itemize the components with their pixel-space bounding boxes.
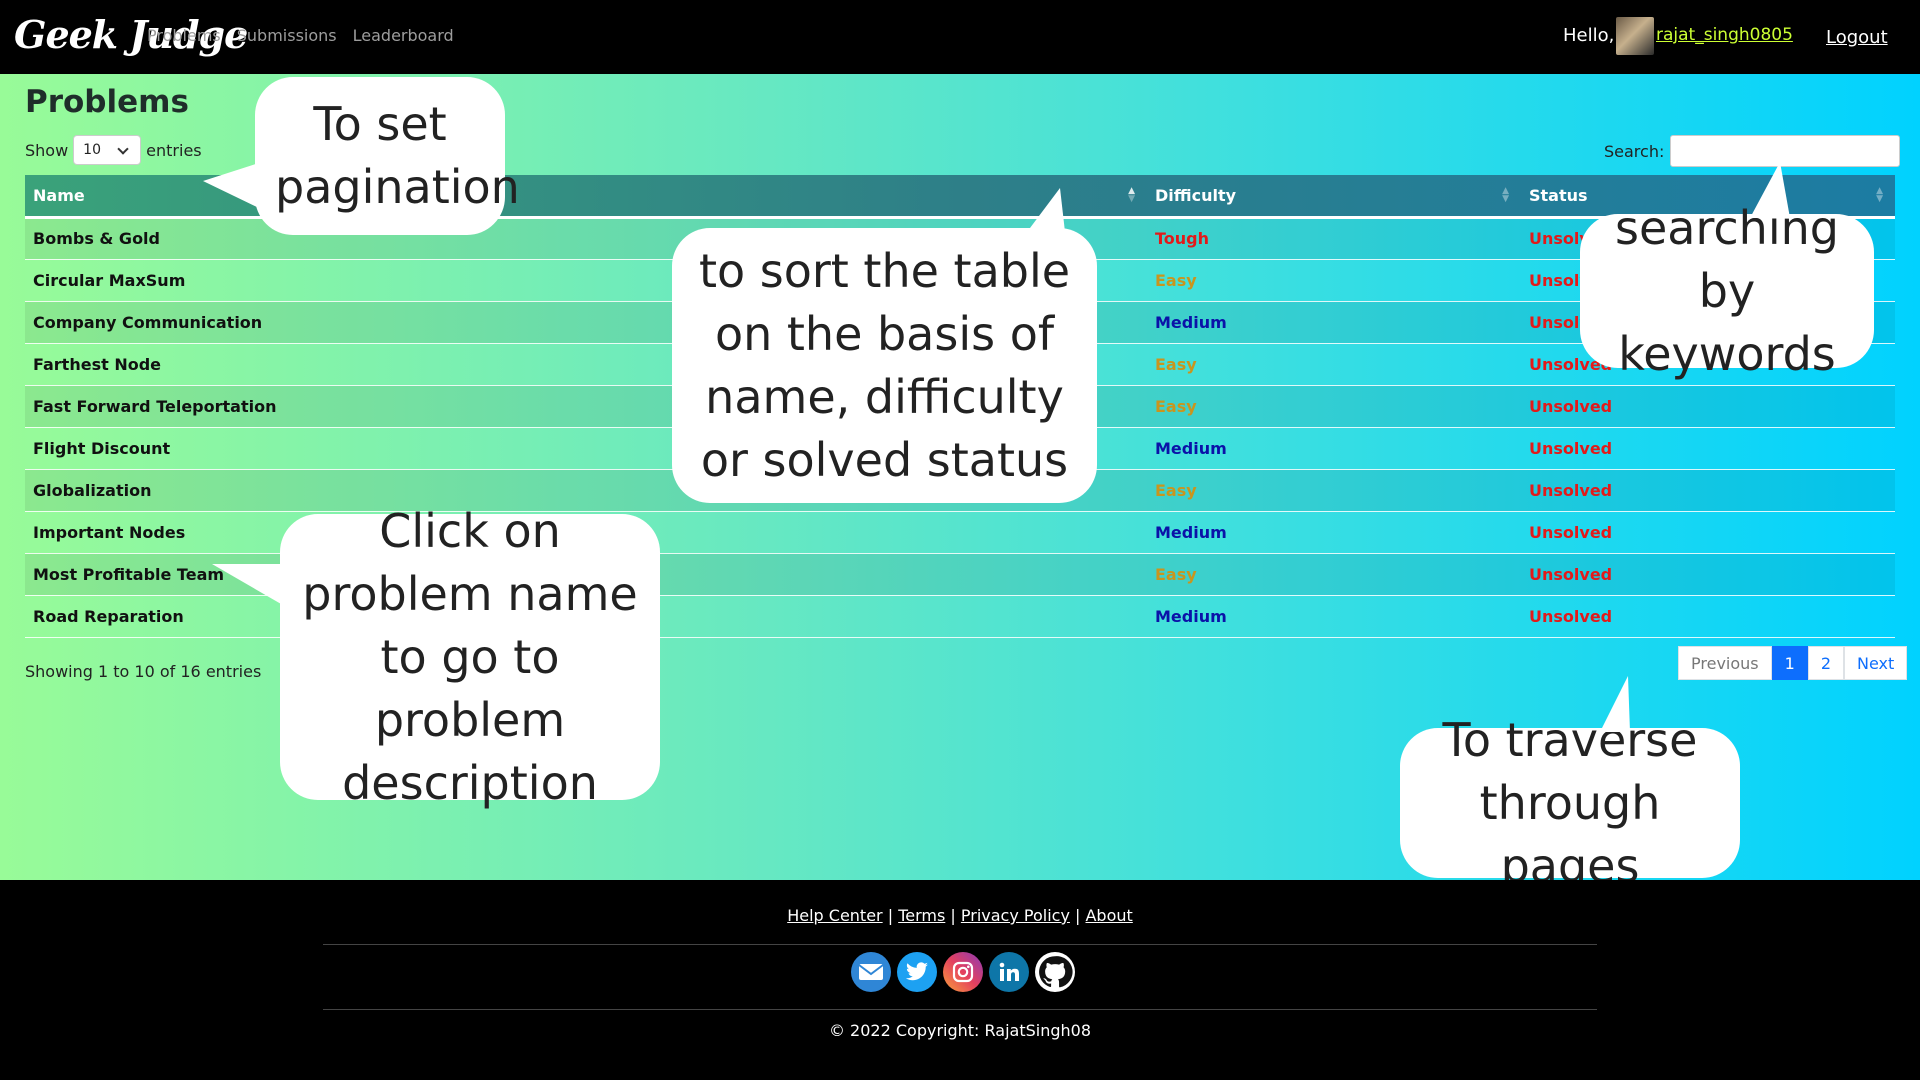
col-header-difficulty[interactable]: Difficulty ▲▼	[1147, 175, 1521, 219]
col-header-status-label: Status	[1529, 185, 1588, 205]
difficulty-cell: Tough	[1147, 217, 1521, 260]
instagram-icon[interactable]	[943, 952, 983, 992]
sort-icon: ▲▼	[1502, 186, 1509, 204]
col-header-name-label: Name	[33, 185, 85, 205]
callout-search-text: searching by keywords	[1615, 200, 1839, 381]
callout-pagination: To set pagination	[203, 77, 520, 235]
pagination-previous[interactable]: Previous	[1678, 646, 1772, 680]
nav-links: Problems Submissions Leaderboard	[147, 26, 454, 45]
status-cell: Unsolved	[1521, 595, 1895, 638]
footer-link-about[interactable]: About	[1085, 906, 1133, 925]
show-label: Show	[25, 140, 69, 160]
avatar	[1616, 17, 1654, 55]
difficulty-cell: Easy	[1147, 343, 1521, 386]
footer: Help Center | Terms | Privacy Policy | A…	[0, 880, 1920, 1080]
pagination: Previous 1 2 Next	[1678, 646, 1908, 680]
main-content: Problems Show 10 entries Search: Name▲▼ …	[0, 74, 1920, 893]
sort-icon: ▲▼	[1876, 186, 1883, 204]
divider	[323, 1009, 1597, 1010]
callout-tail	[1027, 188, 1065, 232]
difficulty-cell: Easy	[1147, 385, 1521, 428]
callout-pagination-text: To set pagination	[275, 97, 520, 214]
search-label: Search:	[1604, 141, 1665, 161]
pagination-page-1[interactable]: 1	[1771, 646, 1808, 680]
callout-sort-text: to sort the table on the basis of name, …	[698, 243, 1071, 487]
col-header-difficulty-label: Difficulty	[1155, 185, 1237, 205]
nav-submissions[interactable]: Submissions	[236, 26, 337, 45]
navbar: Geek Judge Problems Submissions Leaderbo…	[0, 0, 1920, 74]
callout-sort: to sort the table on the basis of name, …	[672, 188, 1097, 503]
difficulty-cell: Medium	[1147, 301, 1521, 344]
callout-tail	[212, 564, 288, 608]
greeting: Hello,	[1563, 25, 1615, 46]
brand-logo[interactable]: Geek Judge	[14, 12, 248, 57]
copyright: © 2022 Copyright: RajatSingh08	[828, 1021, 1092, 1040]
nav-problems[interactable]: Problems	[147, 26, 221, 45]
callout-tail	[203, 161, 265, 211]
username-link[interactable]: rajat_singh0805	[1656, 25, 1793, 45]
nav-leaderboard[interactable]: Leaderboard	[352, 26, 454, 45]
callout-traverse: To traverse through pages	[1400, 676, 1740, 893]
linkedin-icon[interactable]	[989, 952, 1029, 992]
entries-length-control: Show 10 entries	[25, 135, 202, 165]
search-input[interactable]	[1670, 135, 1901, 167]
footer-link-privacy[interactable]: Privacy Policy	[960, 906, 1070, 925]
status-cell: Unsolved	[1521, 427, 1895, 470]
difficulty-cell: Medium	[1147, 427, 1521, 470]
callout-tail	[1600, 676, 1630, 732]
entries-label: entries	[146, 140, 202, 160]
difficulty-cell: Easy	[1147, 553, 1521, 596]
callout-traverse-text: To traverse through pages	[1442, 712, 1698, 893]
entries-select[interactable]: 10	[73, 135, 142, 165]
search-control: Search:	[1604, 135, 1901, 167]
footer-links: Help Center | Terms | Privacy Policy | A…	[787, 906, 1133, 925]
page-title: Problems	[25, 84, 189, 120]
divider	[323, 944, 1597, 945]
mail-icon[interactable]	[851, 952, 891, 992]
difficulty-cell: Easy	[1147, 469, 1521, 512]
footer-link-terms[interactable]: Terms	[898, 906, 946, 925]
difficulty-cell: Medium	[1147, 595, 1521, 638]
twitter-icon[interactable]	[897, 952, 937, 992]
difficulty-cell: Medium	[1147, 511, 1521, 554]
status-cell: Unsolved	[1521, 385, 1895, 428]
sort-asc-icon: ▲▼	[1128, 186, 1135, 204]
status-cell: Unsolved	[1521, 469, 1895, 512]
logout-link[interactable]: Logout	[1826, 27, 1888, 48]
callout-click-name: Click on problem name to go to problem d…	[212, 504, 660, 810]
callout-click-name-text: Click on problem name to go to problem d…	[302, 503, 638, 810]
callout-search: searching by keywords	[1580, 162, 1874, 381]
pagination-next[interactable]: Next	[1844, 646, 1908, 680]
status-cell: Unsolved	[1521, 511, 1895, 554]
callout-tail	[1750, 162, 1790, 218]
pagination-page-2[interactable]: 2	[1807, 646, 1844, 680]
github-icon[interactable]	[1035, 952, 1075, 992]
social-icons	[851, 952, 1075, 992]
footer-link-help[interactable]: Help Center	[787, 906, 883, 925]
difficulty-cell: Easy	[1147, 259, 1521, 302]
table-info: Showing 1 to 10 of 16 entries	[25, 662, 262, 681]
status-cell: Unsolved	[1521, 553, 1895, 596]
col-header-name[interactable]: Name ▲▼	[25, 175, 1147, 219]
